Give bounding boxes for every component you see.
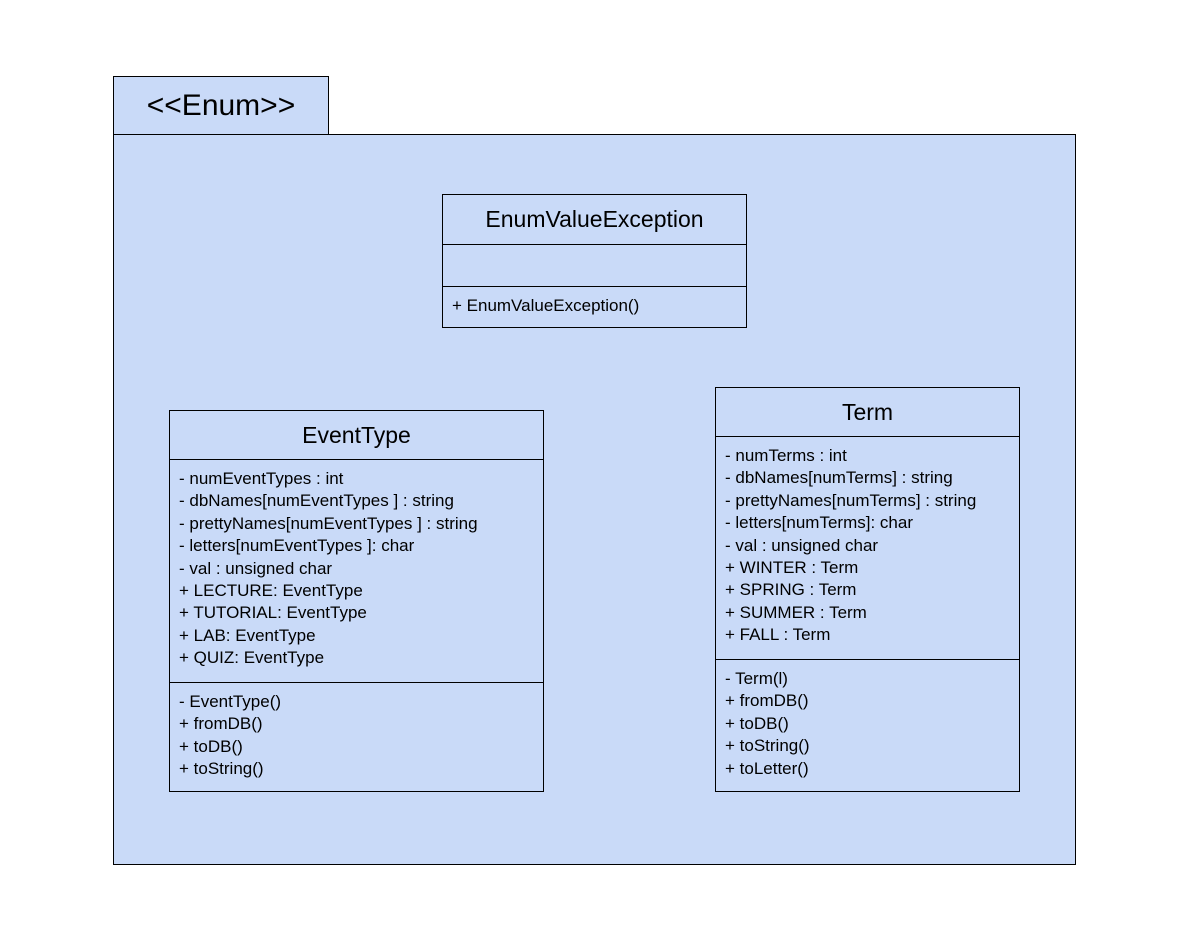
attribute: - prettyNames[numEventTypes ] : string [179, 513, 478, 533]
attributes-section: - numTerms : int - dbNames[numTerms] : s… [716, 437, 1019, 660]
attribute: - letters[numTerms]: char [725, 513, 913, 533]
attribute: - numTerms : int [725, 446, 847, 465]
operations-section: + EnumValueException() [443, 287, 746, 327]
operation: + toString() [179, 759, 264, 779]
operation: + toLetter() [725, 758, 809, 778]
attribute: - numEventTypes : int [179, 469, 344, 488]
attribute: + FALL : Term [725, 625, 831, 645]
operation: + fromDB() [725, 691, 809, 711]
class-enum-value-exception: EnumValueException + EnumValueException(… [442, 194, 747, 328]
operation: + fromDB() [179, 714, 263, 734]
attribute: + LAB: EventType [179, 625, 316, 645]
operation: + EnumValueException() [452, 296, 640, 315]
attribute: + TUTORIAL: EventType [179, 603, 367, 623]
class-name: EnumValueException [443, 195, 746, 245]
operation: + toDB() [179, 736, 243, 756]
attribute: + QUIZ: EventType [179, 648, 325, 668]
attribute: - letters[numEventTypes ]: char [179, 536, 415, 556]
attributes-section: - numEventTypes : int - dbNames[numEvent… [170, 460, 543, 683]
class-name: EventType [170, 411, 543, 460]
attribute: + SUMMER : Term [725, 602, 867, 622]
attribute: + WINTER : Term [725, 557, 859, 577]
attribute: + LECTURE: EventType [179, 580, 363, 600]
operations-section: - EventType() + fromDB() + toDB() + toSt… [170, 683, 543, 791]
attribute: - prettyNames[numTerms] : string [725, 490, 977, 510]
class-event-type: EventType - numEventTypes : int - dbName… [169, 410, 544, 792]
operation: + toString() [725, 736, 810, 756]
attributes-section [443, 245, 746, 287]
operation: - Term(l) [725, 669, 788, 688]
attribute: - dbNames[numEventTypes ] : string [179, 491, 454, 511]
package-tab-label: <<Enum>> [113, 76, 329, 134]
attribute: - val : unsigned char [725, 535, 879, 555]
operation: + toDB() [725, 713, 789, 733]
class-name: Term [716, 388, 1019, 437]
operations-section: - Term(l) + fromDB() + toDB() + toString… [716, 660, 1019, 791]
attribute: + SPRING : Term [725, 580, 857, 600]
class-term: Term - numTerms : int - dbNames[numTerms… [715, 387, 1020, 792]
attribute: - dbNames[numTerms] : string [725, 468, 953, 488]
operation: - EventType() [179, 692, 282, 711]
attribute: - val : unsigned char [179, 558, 333, 578]
